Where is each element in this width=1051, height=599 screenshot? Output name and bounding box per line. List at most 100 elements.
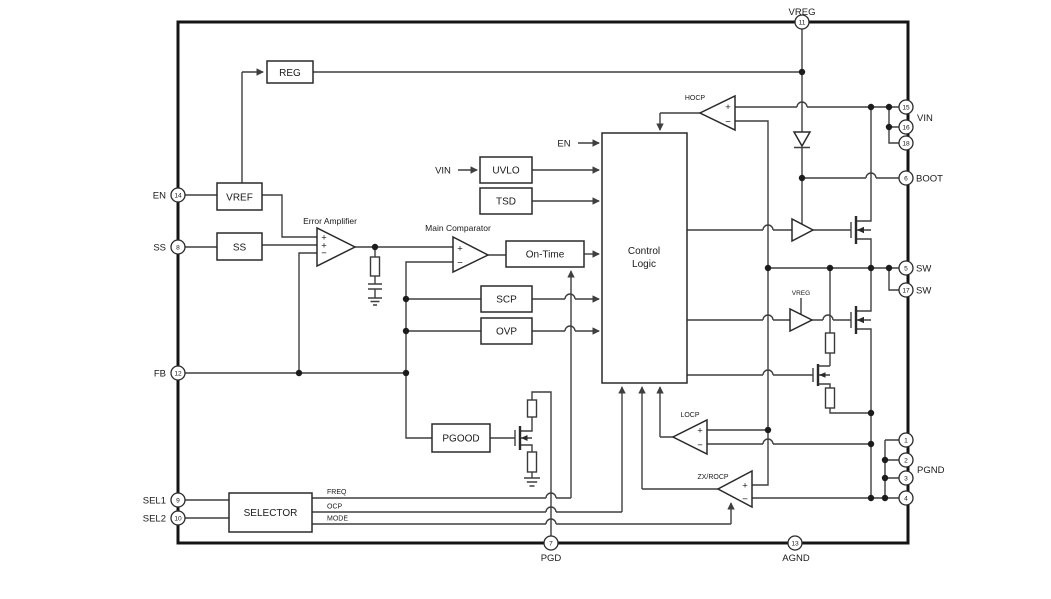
block-scp <box>480 285 533 313</box>
svg-text:12: 12 <box>174 371 182 378</box>
pin-agnd-label: AGND <box>782 553 810 564</box>
svg-text:6: 6 <box>904 176 908 183</box>
wire-crossovers <box>545 101 877 525</box>
svg-text:+: + <box>697 426 703 437</box>
pin-pgnd-label: PGND <box>917 465 945 476</box>
block-vref <box>216 182 263 211</box>
svg-text:15: 15 <box>902 105 910 112</box>
pin-agnd: 13 AGND <box>782 535 810 564</box>
amplifiers <box>316 94 815 509</box>
sense-mosfet-icon <box>819 372 826 378</box>
pin-pgnd-group: 1 2 3 4 PGND <box>898 432 945 506</box>
svg-text:−: − <box>725 117 731 128</box>
ss-block-label: SS <box>233 243 247 254</box>
uvlo-label: UVLO <box>492 166 519 177</box>
svg-text:18: 18 <box>902 141 910 148</box>
pgood-resistor-upper <box>526 399 538 418</box>
svg-text:+: + <box>457 244 463 255</box>
pin-sel1-label: SEL1 <box>143 496 166 507</box>
ocp-signal-label: OCP <box>327 504 343 511</box>
block-control-logic <box>601 132 688 384</box>
block-tsd <box>479 187 533 215</box>
mosfet-arrows <box>521 226 864 441</box>
block-ovp <box>480 317 533 345</box>
svg-text:−: − <box>457 258 463 269</box>
pin-en: 14 EN <box>153 187 186 203</box>
block-pgood <box>431 423 491 453</box>
control-logic-label-1: Control <box>628 246 660 257</box>
pgood-mosfet-icon <box>521 435 528 441</box>
svg-text:+: + <box>742 481 748 492</box>
freq-signal-label: FREQ <box>327 489 347 496</box>
svg-text:−: − <box>321 248 327 259</box>
pgood-resistor-lower <box>526 451 538 473</box>
svg-text:3: 3 <box>904 476 908 483</box>
pin-fb: 12 FB <box>154 365 186 381</box>
locp-comparator-triangle <box>671 418 708 456</box>
svg-text:9: 9 <box>176 498 180 505</box>
mode-signal-label: MODE <box>327 516 348 523</box>
tsd-label: TSD <box>496 197 516 208</box>
svg-text:11: 11 <box>799 20 806 27</box>
mosfet-channels <box>518 216 858 450</box>
block-reg <box>266 60 314 84</box>
pin-boot: 6 BOOT <box>898 170 943 186</box>
pin-sw17: 17 SW <box>898 282 931 298</box>
block-uvlo <box>479 156 533 184</box>
svg-text:4: 4 <box>904 496 908 503</box>
pin-vreg: 11 VREG <box>789 7 815 30</box>
pin-ss-label: SS <box>153 243 166 254</box>
lowside-mosfet-icon <box>857 316 864 324</box>
pin-sel2: 10 SEL2 <box>143 510 186 526</box>
control-logic-label-2: Logic <box>632 259 656 270</box>
svg-text:5: 5 <box>904 266 908 273</box>
svg-text:16: 16 <box>902 125 910 132</box>
en-internal-label: EN <box>557 139 570 150</box>
svg-text:−: − <box>697 440 703 451</box>
vreg-driver-label: VREG <box>792 290 810 297</box>
signal-arrows <box>242 68 735 524</box>
compensation-resistor <box>369 256 381 277</box>
pin-ss: 8 SS <box>153 239 186 255</box>
hocp-comparator-triangle <box>698 94 736 132</box>
input-polarity-signs: + + − + − + − + − + − <box>321 102 748 505</box>
svg-text:17: 17 <box>902 288 910 295</box>
svg-text:+: + <box>725 102 731 113</box>
pin-boot-label: BOOT <box>916 174 943 185</box>
main-comparator-triangle <box>452 235 490 274</box>
svg-text:+: + <box>321 241 327 252</box>
selector-label: SELECTOR <box>244 508 298 519</box>
sense-resistor-upper <box>824 332 836 354</box>
pin-sw5: 5 SW <box>898 260 931 276</box>
zxrocp-comparator-triangle <box>716 469 753 509</box>
on-time-label: On-Time <box>526 250 565 261</box>
svg-text:10: 10 <box>174 516 182 523</box>
pin-sw17-label: SW <box>916 286 931 297</box>
svg-text:−: − <box>742 494 748 505</box>
svg-text:8: 8 <box>176 245 180 252</box>
wires <box>185 29 899 536</box>
sense-resistor-lower <box>824 387 836 409</box>
svg-text:1: 1 <box>904 438 908 445</box>
highside-driver-triangle <box>791 217 815 243</box>
scp-label: SCP <box>496 295 517 306</box>
svg-text:13: 13 <box>791 541 799 548</box>
pin-en-label: EN <box>153 191 166 202</box>
hocp-label: HOCP <box>685 95 706 102</box>
ic-boundary <box>176 20 910 545</box>
block-selector <box>228 492 313 533</box>
pgood-label: PGOOD <box>442 434 479 445</box>
highside-mosfet-icon <box>857 226 864 234</box>
junction-dots <box>295 68 893 502</box>
pin-sel2-label: SEL2 <box>143 514 166 525</box>
svg-text:2: 2 <box>904 458 908 465</box>
pin-vin-group: 15 16 18 VIN <box>898 99 933 151</box>
error-amplifier-label: Error Amplifier <box>303 216 357 226</box>
function-blocks <box>216 60 688 533</box>
svg-text:7: 7 <box>549 541 553 548</box>
vref-label: VREF <box>226 193 253 204</box>
block-ss <box>216 232 263 261</box>
reg-label: REG <box>279 68 301 79</box>
error-amplifier-triangle <box>316 226 357 268</box>
